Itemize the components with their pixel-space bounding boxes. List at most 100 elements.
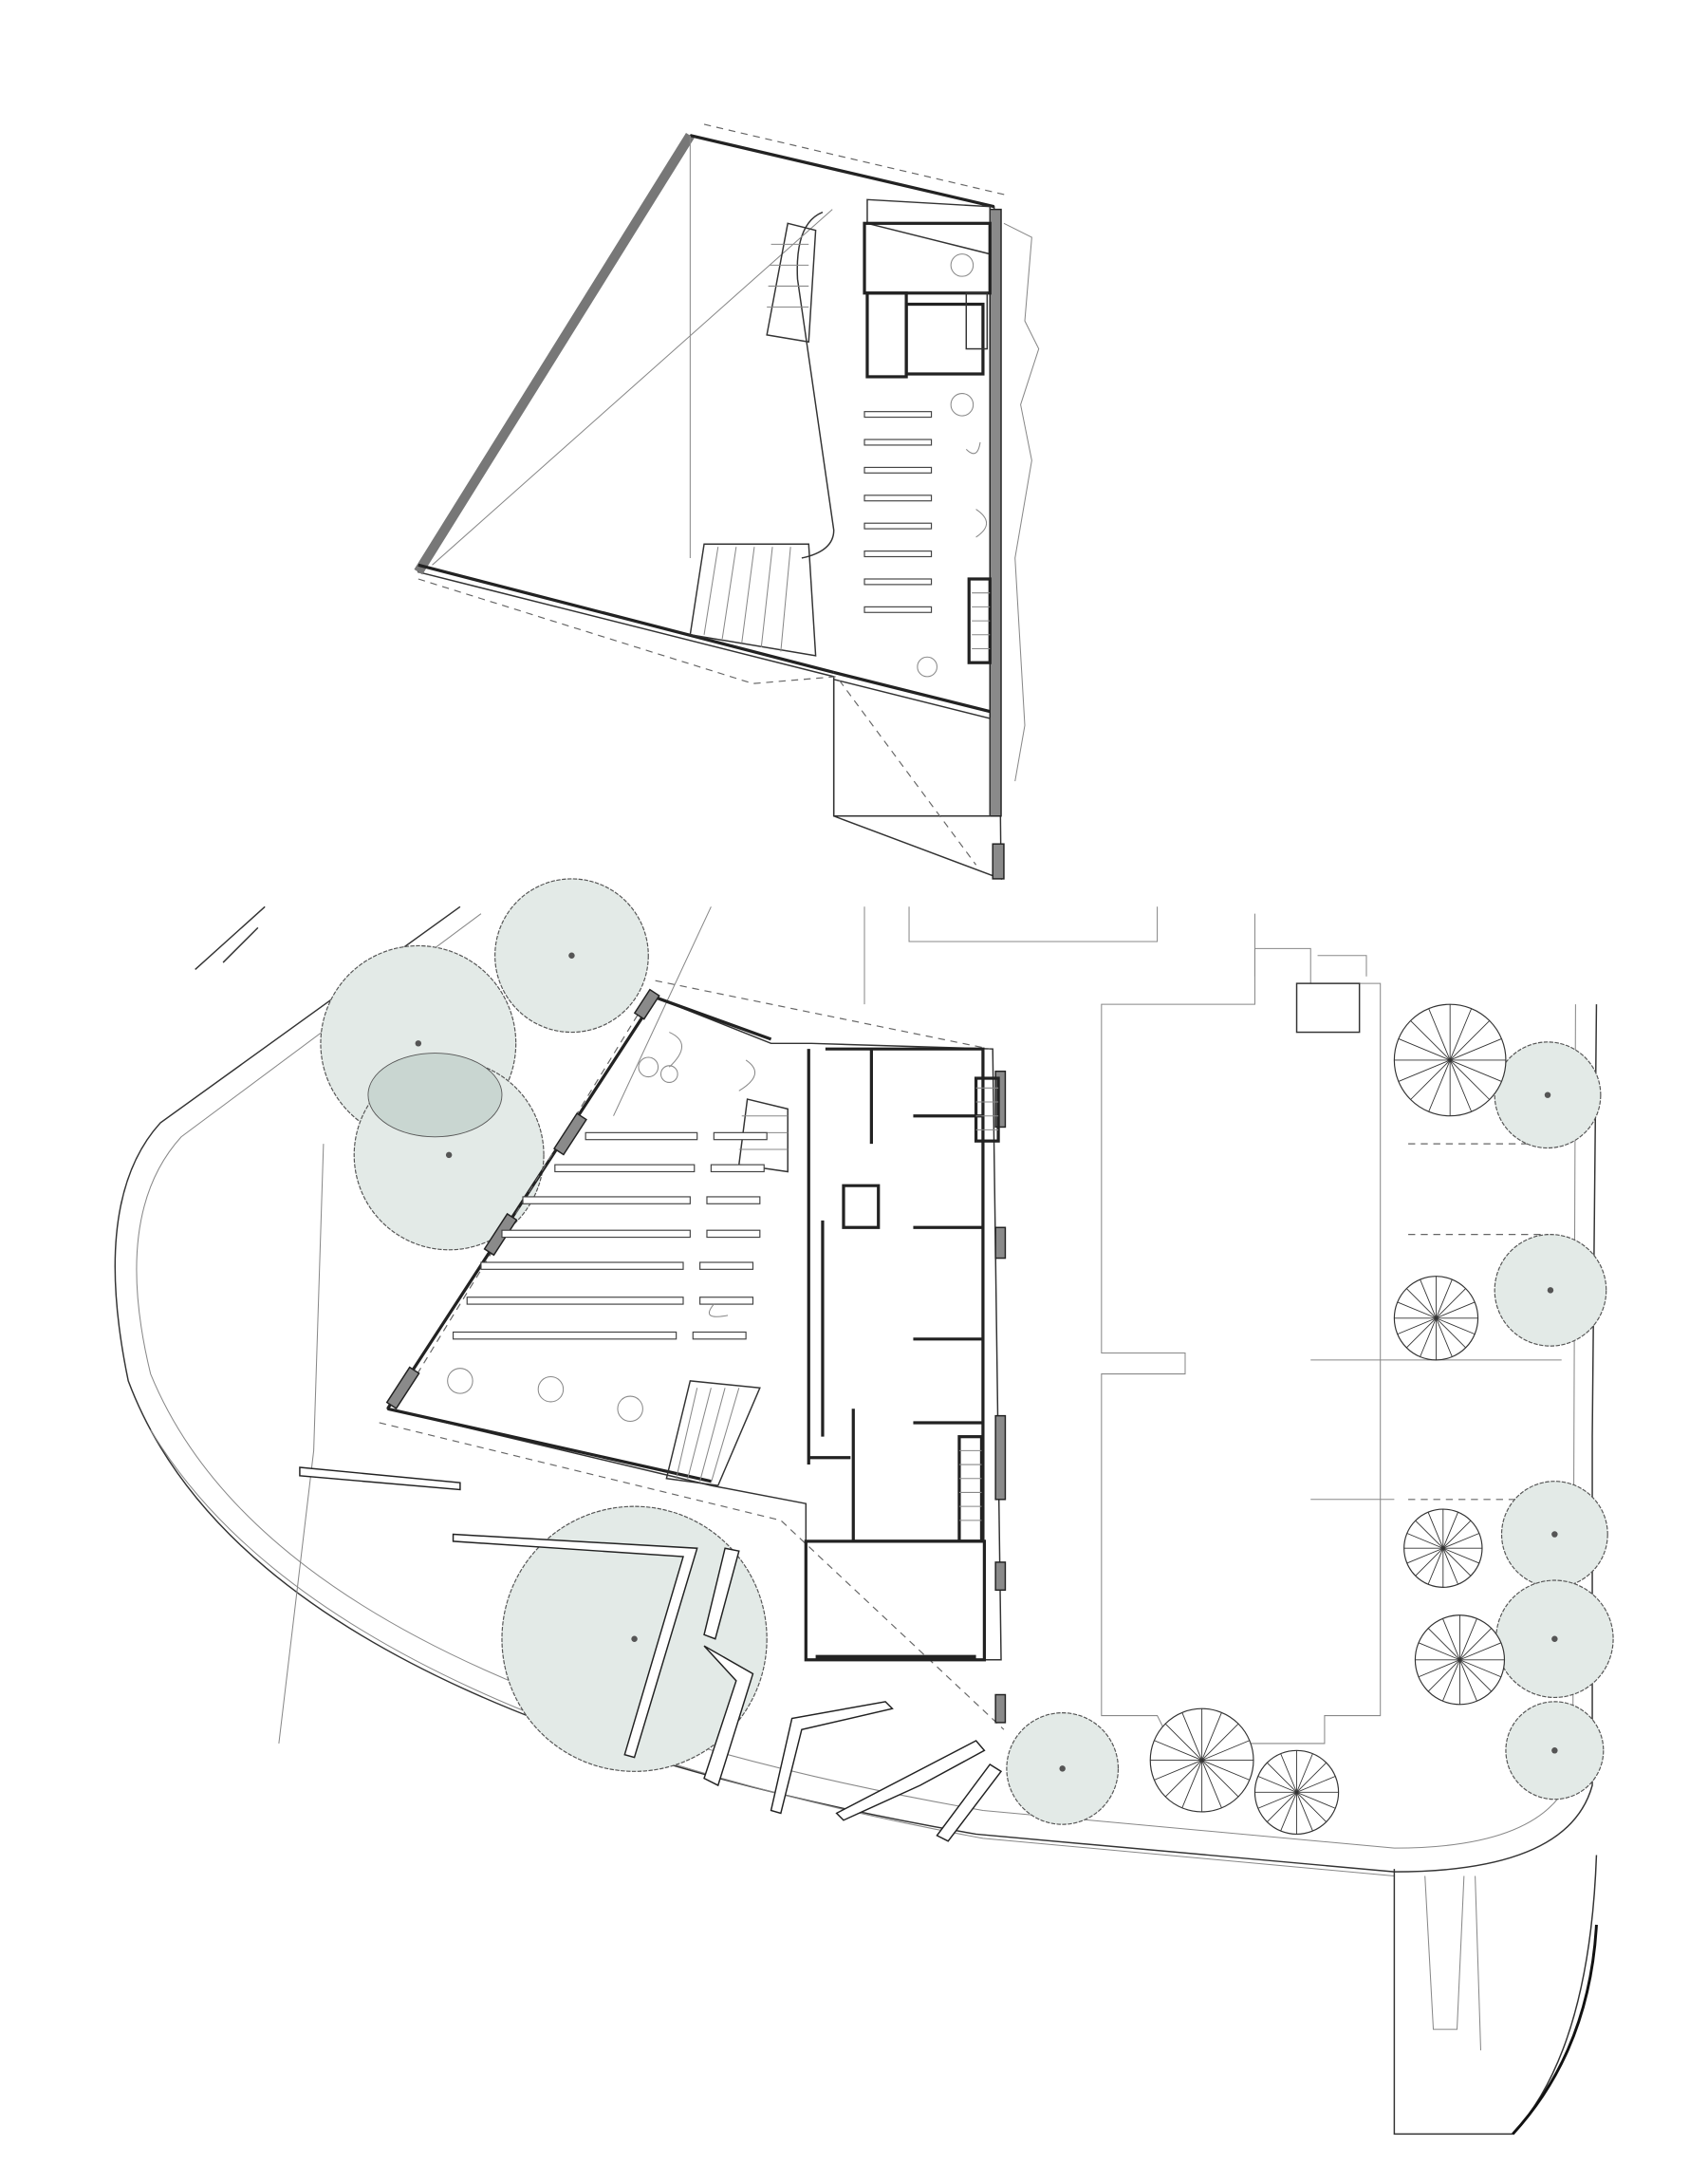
upper-mezzanine-edge xyxy=(796,211,835,559)
library-north-wall xyxy=(655,996,772,1041)
tree-branch xyxy=(1181,1712,1203,1761)
book-shelf xyxy=(706,1196,761,1204)
driveway-islands xyxy=(1424,1875,1482,2051)
tree-canopy-overlap xyxy=(367,1053,503,1138)
tree-trunk xyxy=(1059,1765,1066,1772)
tree-branch xyxy=(1449,1059,1491,1100)
road-curb xyxy=(150,1429,1395,1877)
tree-branch xyxy=(1449,1020,1491,1061)
tree-branch xyxy=(1459,1659,1502,1678)
upper-book-shelves xyxy=(863,411,933,613)
tree-branch xyxy=(1418,1659,1460,1678)
library-book-shelves xyxy=(452,1131,768,1340)
book-shelf xyxy=(863,411,933,419)
upper-south-terrace-paving xyxy=(832,678,991,817)
tree-branch xyxy=(1415,1547,1444,1577)
tree-branch xyxy=(1296,1792,1327,1822)
tree-branch xyxy=(1201,1712,1222,1761)
book-shelf xyxy=(692,1331,747,1340)
tree-branch xyxy=(1296,1762,1327,1793)
upper-core xyxy=(863,221,992,379)
upper-adjacent-building-outline xyxy=(1003,222,1040,782)
upper-south-wall xyxy=(418,563,835,675)
tree-branch xyxy=(1397,1301,1437,1319)
road-inner-edge xyxy=(136,913,1576,1849)
upper-north-wall xyxy=(689,134,995,209)
landscape-walls xyxy=(299,1466,1003,1842)
upper-roof-dashed-edge-south xyxy=(418,578,977,866)
tree-branch xyxy=(1427,1659,1460,1692)
library-east-core-walls xyxy=(807,1047,985,1543)
tree-branch xyxy=(1164,1760,1202,1798)
tree-branch xyxy=(1442,1618,1460,1660)
tree-branch xyxy=(1154,1760,1202,1781)
driveway-bottom xyxy=(1393,1855,1598,2136)
upper-floor-plan xyxy=(414,123,1040,880)
tree-branch xyxy=(1296,1791,1336,1809)
tree-trunk xyxy=(1551,1635,1558,1642)
tree-branch xyxy=(1449,1059,1502,1082)
tree-branch xyxy=(1442,1547,1479,1564)
tree-branch xyxy=(1296,1753,1313,1793)
tree-branch xyxy=(1436,1288,1466,1319)
tree-branch xyxy=(1459,1618,1477,1660)
library-east-piers xyxy=(994,1070,1007,1724)
tree-branch xyxy=(1296,1776,1336,1793)
north-building-outlines xyxy=(908,906,1367,977)
book-shelf xyxy=(585,1131,698,1141)
tree-branch xyxy=(1201,1740,1251,1761)
upper-roof-dashed-edge xyxy=(703,123,1009,196)
tree-branch xyxy=(1296,1792,1313,1832)
upper-south-wall-east xyxy=(833,670,1002,717)
tree-branch xyxy=(1436,1278,1453,1318)
tree-branch xyxy=(1427,1512,1444,1549)
tree-branch xyxy=(1449,1059,1473,1112)
tree-branch xyxy=(1154,1740,1202,1761)
tree-branch xyxy=(1397,1317,1437,1335)
tree-branch xyxy=(1201,1760,1222,1808)
tree-trunk xyxy=(1547,1287,1554,1294)
book-shelf xyxy=(699,1261,754,1270)
library-stairs xyxy=(665,1076,1000,1543)
tree-branch xyxy=(1267,1792,1297,1822)
tree-branch xyxy=(1405,1288,1437,1319)
tree-branch xyxy=(1406,1547,1443,1564)
tree-branch xyxy=(1459,1642,1502,1661)
tree-branch xyxy=(1436,1317,1476,1335)
book-shelf xyxy=(522,1196,691,1204)
upper-stair-south xyxy=(689,543,817,657)
trees xyxy=(320,878,1614,1836)
tree-branch xyxy=(1442,1548,1458,1585)
tree-branch xyxy=(1436,1317,1466,1349)
tree-branch xyxy=(1410,1020,1451,1061)
tree-branch xyxy=(1415,1520,1444,1549)
book-shelf xyxy=(501,1229,691,1239)
tree-branch xyxy=(1181,1760,1203,1808)
book-shelf xyxy=(863,494,933,502)
tree-branch xyxy=(1436,1317,1453,1357)
tree-branch xyxy=(1267,1762,1297,1793)
tree-branch xyxy=(1428,1008,1451,1061)
tree-branch xyxy=(1459,1659,1477,1702)
book-shelf xyxy=(710,1164,765,1173)
book-shelf xyxy=(706,1229,761,1239)
tree-trunk xyxy=(568,952,575,959)
tree-branch xyxy=(1449,1008,1473,1061)
tree-branch xyxy=(1201,1760,1239,1798)
upper-north-terrace-paving xyxy=(866,198,991,255)
adjacent-building-outline xyxy=(1101,947,1382,1745)
tree-branch xyxy=(1459,1628,1493,1661)
tree-trunk xyxy=(415,1040,422,1047)
tree-branch xyxy=(1459,1659,1493,1692)
tree-branch xyxy=(1428,1059,1451,1112)
tree-branch xyxy=(1442,1520,1472,1549)
tree-trunk xyxy=(1551,1747,1558,1754)
site-boundary-line xyxy=(278,1144,325,1744)
upper-reading-furniture xyxy=(917,393,988,678)
tree-trunk xyxy=(631,1635,638,1642)
tree-branch xyxy=(1257,1776,1297,1793)
site-path-line-2 xyxy=(222,926,259,963)
book-shelf xyxy=(480,1261,684,1270)
tree-branch xyxy=(1442,1659,1460,1702)
